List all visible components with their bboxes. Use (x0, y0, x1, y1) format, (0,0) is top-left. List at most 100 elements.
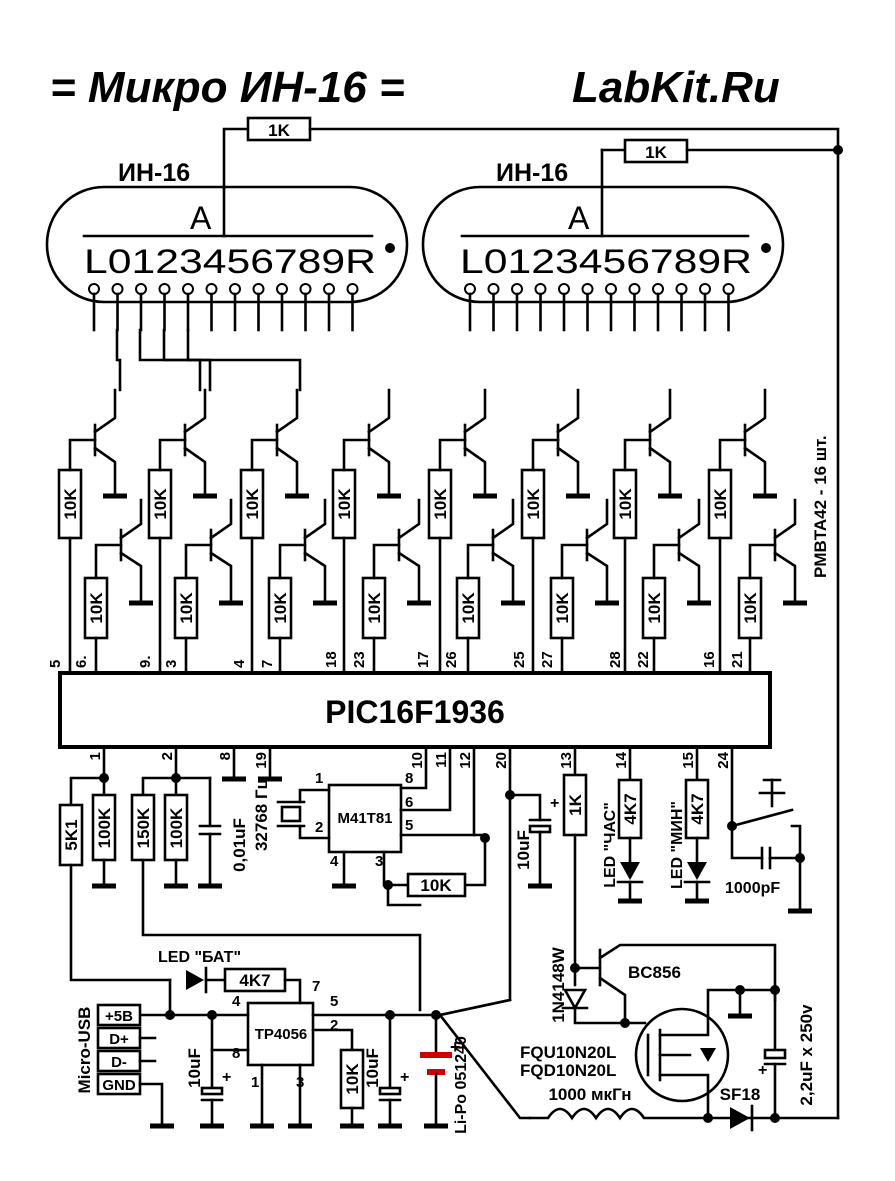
tube-left: ИН-16 A L0123456789R (45, 159, 409, 304)
tube-pins (88, 283, 735, 332)
title-right: LabKit.Ru (572, 63, 780, 112)
mcu-bottom-pin-label: 20 (493, 752, 510, 769)
rtc-pin-4: 4 (330, 853, 339, 870)
battery-plus-sign: + (450, 1037, 461, 1057)
tube-pin (628, 283, 641, 295)
tube-pin (205, 283, 218, 295)
mcu: PIC16F1936 (58, 671, 772, 749)
charger: TP4056 4 7 8 5 2 1 3 LED "БАТ" 4K7 + 10u… (69, 863, 532, 1134)
base-resistor-label: 10K (87, 592, 106, 624)
button-cap-label: 1000pF (725, 880, 780, 897)
rtc-pin-1: 1 (315, 770, 323, 787)
tube-right-digits: L0123456789R (460, 243, 752, 281)
mcu-top-pin-label: 16 (701, 651, 718, 668)
cap-plus-sign: + (550, 795, 559, 812)
led-min-res: 4K7 (688, 793, 707, 824)
tube-pin (722, 283, 735, 295)
tube-left-anode: A (190, 200, 212, 236)
divider-network: 5K1 100K 150K 100K 0,01uF (58, 745, 422, 1012)
anode-resistor-left-label: 1K (268, 121, 290, 140)
tp-pin-8: 8 (232, 1045, 240, 1062)
base-resistor-label: 10K (243, 488, 262, 520)
tube-pin (229, 283, 241, 295)
mcu-top-pin-label: 4 (231, 659, 248, 668)
rtc-pin-5: 5 (405, 817, 413, 834)
battery-label: Li-Po 051240 (453, 1036, 470, 1134)
charger-cap-in: 10uF (185, 1048, 204, 1088)
res-100k-1: 100K (95, 807, 114, 848)
tube-right-anode: A (568, 200, 590, 236)
tube-pin (182, 283, 194, 295)
tube-pin (135, 283, 147, 295)
tp-pin-4: 4 (232, 993, 241, 1010)
rtc-pullup-label: 10K (420, 876, 452, 895)
base-resistor-label: 10K (524, 488, 543, 520)
mcu-bottom-pin-label: 15 (680, 752, 697, 769)
tube-pin (346, 283, 359, 295)
tube-pin (276, 283, 288, 295)
usb-connector: +5B D+ D- GND Micro-USB (75, 1003, 174, 1129)
tube-pin (252, 283, 265, 295)
tube-pin (464, 283, 476, 295)
crystal-label: 32768 Гц (252, 778, 271, 851)
title-left: = Микро ИН-16 = (50, 63, 405, 112)
base-resistor-label: 10K (616, 488, 635, 520)
base-resistor-label: 10K (741, 592, 760, 624)
bc856-label: BC856 (628, 963, 681, 982)
rtc-pin-2: 2 (315, 819, 323, 836)
tube-pin (88, 283, 100, 295)
cap-001uf: 0,01uF (230, 818, 249, 872)
tube-pin (299, 283, 312, 295)
sf18-label: SF18 (720, 1085, 761, 1104)
cap-plus-sign-3: + (222, 1069, 231, 1086)
usb-pin-dplus: D+ (109, 1031, 129, 1048)
anode-resistor-right: 1K (600, 138, 843, 164)
led-hour-res: 4K7 (621, 793, 640, 824)
res-100k-2: 100K (167, 807, 186, 848)
tube-pin (558, 283, 570, 295)
res-150k: 150K (134, 807, 153, 848)
mcu-top-pin-label: 6. (73, 655, 90, 668)
tube-pin (487, 283, 500, 295)
base-resistor-label: 10K (271, 592, 290, 624)
tp-pin-2: 2 (330, 1017, 338, 1034)
mcu-top-pin-label: 5 (47, 660, 64, 668)
mcu-bottom-pin-label: 8 (217, 752, 234, 760)
base-resistor-label: 10K (365, 592, 384, 624)
mcu-top-pin-label: 21 (729, 651, 746, 668)
mcu-top-pin-label: 28 (607, 651, 624, 668)
boost-driver: 1K BC856 1N4148W FQU10N20L FQD10N20L + 2… (520, 745, 840, 1132)
anode-resistor-left: 1K (222, 116, 840, 1120)
tube-left-digits: L0123456789R (84, 243, 376, 281)
transistor-note: PMBTA42 - 16 шт. (811, 435, 830, 578)
boost-res-1k: 1K (566, 793, 585, 815)
led-min-label: LED "МИН" (669, 801, 686, 889)
tube-pin (581, 283, 594, 295)
rtc: M41T81 1 2 4 3 8 6 5 32768 Гц 10K (252, 745, 490, 907)
mcu-name: PIC16F1936 (325, 694, 505, 730)
diode-1n4148: 1N4148W (549, 946, 568, 1023)
tp4056-name: TP4056 (255, 1026, 308, 1043)
tp-pin-5: 5 (330, 993, 338, 1010)
tube-pin (323, 283, 335, 295)
anode-resistor-right-label: 1K (645, 143, 667, 162)
tube-pin (652, 283, 664, 295)
mcu-top-pin-label: 26 (443, 651, 460, 668)
mcu-top-pin-label: 9. (137, 655, 154, 668)
tube-pin (158, 283, 171, 295)
mcu-top-pin-label: 18 (323, 651, 340, 668)
cap-plus-sign-4: + (400, 1069, 409, 1086)
mcu-bottom-pin-label: 12 (457, 752, 474, 769)
base-resistor-label: 10K (61, 488, 80, 520)
cap-out-label: 2,2uF x 250v (797, 1004, 816, 1106)
mcu-bottom-pin-label: 13 (558, 752, 575, 769)
tube-left-name: ИН-16 (118, 159, 190, 187)
led-hour-label: LED "ЧАС" (602, 802, 619, 888)
mcu-bottom-pin-label: 19 (253, 752, 270, 769)
rtc-pin-8: 8 (405, 770, 413, 787)
mosfet-label: FQU10N20L (520, 1043, 616, 1062)
charger-prog-res: 10K (343, 1063, 362, 1095)
tp-pin-7: 7 (312, 978, 320, 995)
